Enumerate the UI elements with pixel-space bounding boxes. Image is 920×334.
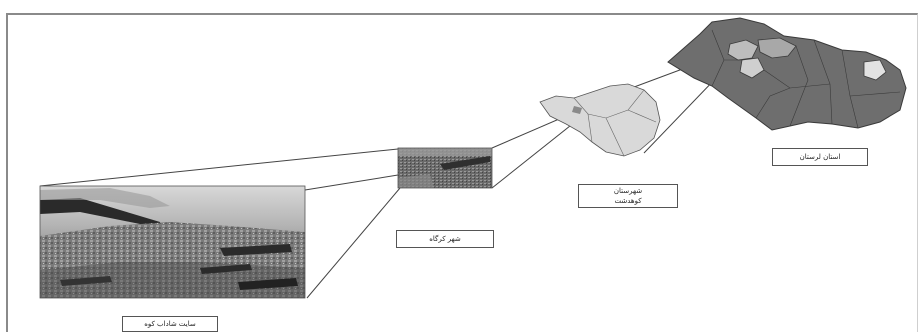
county-label-line2: کوهدشت <box>614 197 642 205</box>
city-thumbnail <box>397 147 493 189</box>
county-label-line1: شهرستان <box>613 187 643 195</box>
province-map <box>667 17 907 131</box>
city-label-text: شهر کرگاه <box>429 235 461 243</box>
city-label: شهر کرگاه <box>396 230 494 248</box>
site-label-text: سایت شاداب کوه <box>144 320 196 328</box>
site-aerial-image <box>39 185 306 299</box>
site-label: سایت شاداب کوه <box>122 316 218 332</box>
figure-frame <box>6 13 918 332</box>
county-label: شهرستان کوهدشت <box>578 184 678 208</box>
county-map <box>539 83 661 157</box>
province-label-text: استان لرستان <box>799 153 841 161</box>
province-label: استان لرستان <box>772 148 868 166</box>
